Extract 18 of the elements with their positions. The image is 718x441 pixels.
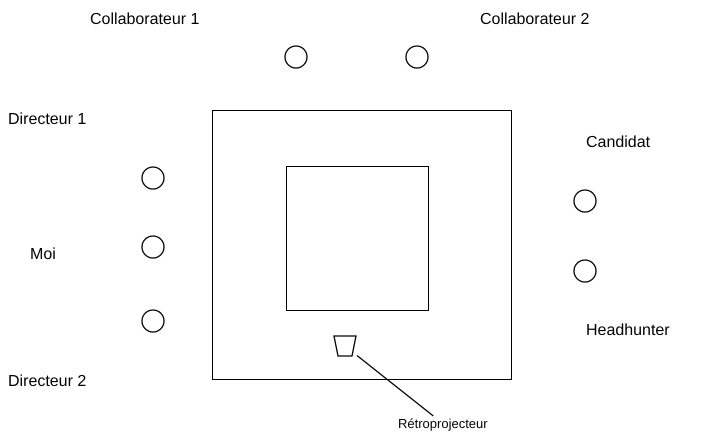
- seat-label: Collaborateur 2: [480, 11, 590, 29]
- projector-label: Rétroprojecteur: [398, 416, 488, 431]
- leader-line: [356, 355, 434, 416]
- screen-outline: [286, 166, 429, 311]
- seat-icon: [141, 235, 165, 259]
- table-outline: [212, 110, 512, 380]
- seat-label: Directeur 1: [8, 111, 86, 129]
- seat-icon: [573, 189, 597, 213]
- seat-label: Directeur 2: [8, 373, 86, 391]
- seat-label: Headhunter: [586, 322, 670, 340]
- seat-label: Candidat: [586, 134, 650, 152]
- seat-icon: [284, 45, 308, 69]
- seat-icon: [405, 45, 429, 69]
- seat-icon: [573, 259, 597, 283]
- seat-label: Moi: [30, 246, 56, 264]
- seat-icon: [141, 166, 165, 190]
- seat-icon: [141, 309, 165, 333]
- seat-label: Collaborateur 1: [90, 11, 200, 29]
